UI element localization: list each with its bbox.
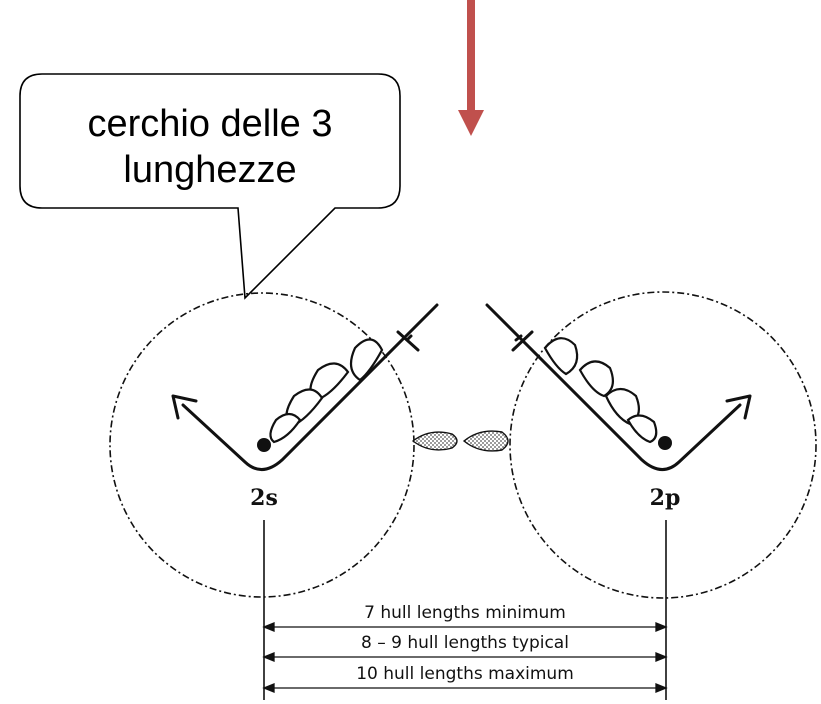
right-zone-circle [509,291,817,599]
wind-direction-arrow [458,0,484,136]
middle-boats [411,430,509,452]
mark-label-left: 2s [250,485,278,511]
left-zone-circle [109,292,415,598]
right-mark-buoy [658,436,672,450]
callout-line-1: cerchio delle 3 [87,103,332,145]
dimension-lines [262,622,668,693]
left-boats [269,338,384,444]
left-mark-buoy [257,438,271,452]
left-course-line [171,303,439,471]
right-course-line [485,303,752,471]
dimension-label-typical: 8 – 9 hull lengths typical [361,633,569,653]
extension-lines [263,520,667,700]
right-boats [543,337,658,444]
mark-label-right: 2p [650,485,681,511]
callout-bubble: cerchio delle 3 lunghezze [19,73,401,300]
dimension-label-min: 7 hull lengths minimum [364,603,566,623]
callout-line-2: lunghezze [123,149,296,191]
dimension-label-max: 10 hull lengths maximum [356,664,574,684]
